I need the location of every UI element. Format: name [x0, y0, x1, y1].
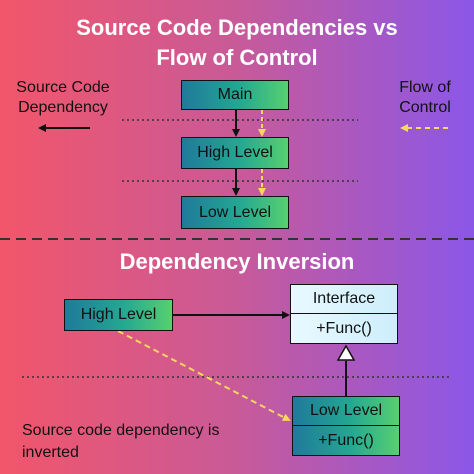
bottom-high-level-box: High Level [64, 299, 173, 331]
bottom-low-level-title-label: Low Level [309, 402, 383, 419]
diagram-title-line1: Source Code Dependencies vs [76, 15, 398, 40]
flow-of-control-label-line1: Flow of [399, 79, 451, 96]
low-level-box: Low Level [181, 196, 289, 229]
bottom-low-level-box-title: Low Level [292, 396, 400, 426]
bottom-low-level-method-label: +Func() [318, 431, 374, 449]
source-code-dependency-label-line1: Source Code [16, 79, 110, 96]
source-code-dependency-label-line2: Dependency [18, 99, 108, 116]
interface-title-label: Interface [312, 290, 376, 307]
interface-box-method: +Func() [290, 313, 398, 344]
bottom-low-level-box-method: +Func() [292, 425, 400, 456]
high-level-box: High Level [181, 137, 289, 169]
inverted-note-line2: inverted [22, 444, 79, 461]
main-box: Main [181, 80, 289, 110]
diagram-title-line2: Flow of Control [156, 45, 318, 70]
source-code-dependency-label: Source Code Dependency [8, 78, 118, 118]
dependency-inversion-title: Dependency Inversion [119, 249, 355, 274]
low-level-box-label: Low Level [198, 203, 272, 221]
interface-box-title: Interface [290, 284, 398, 314]
inverted-note-line1: Source code dependency is [22, 422, 220, 439]
implements-triangle [336, 344, 356, 361]
inverted-flow-arrow [117, 330, 291, 421]
flow-of-control-label-line2: Control [399, 99, 451, 116]
inverted-note: Source code dependency is inverted [22, 420, 272, 464]
main-box-label: Main [217, 86, 253, 103]
high-level-box-label: High Level [197, 144, 273, 161]
flow-of-control-label: Flow of Control [380, 78, 470, 118]
bottom-high-level-box-label: High Level [80, 306, 157, 323]
interface-method-label: +Func() [316, 319, 372, 337]
